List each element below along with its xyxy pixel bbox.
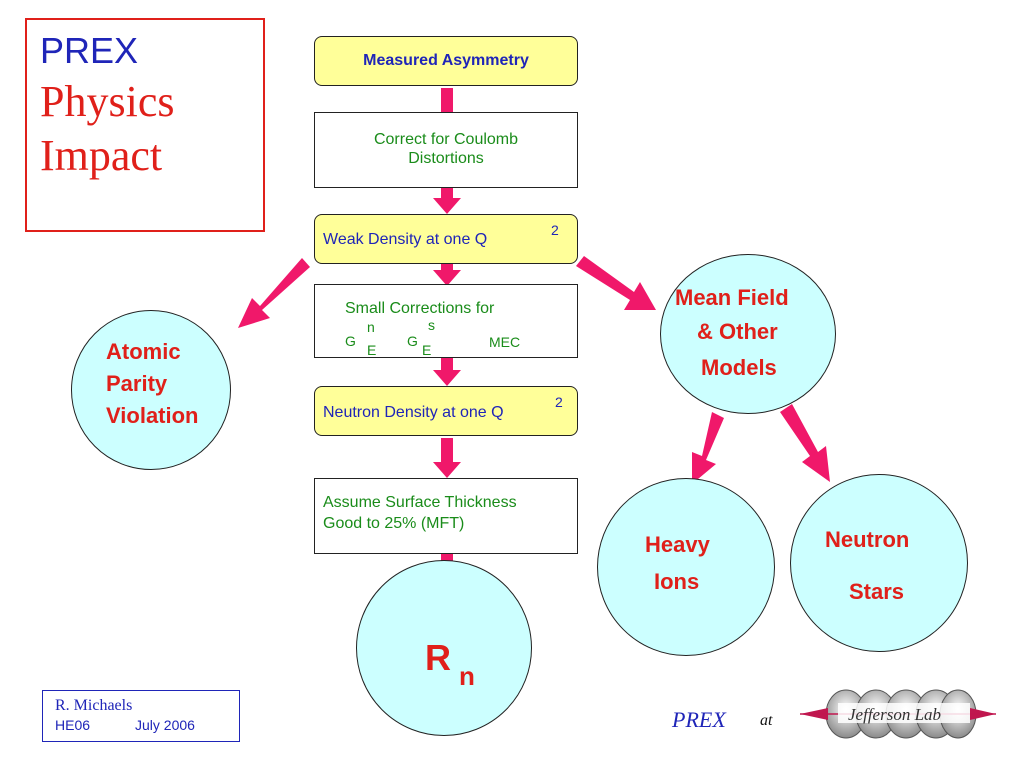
measured-asymmetry-box: Measured Asymmetry	[314, 36, 578, 86]
title-frame	[25, 18, 265, 232]
title-impact: Impact	[40, 131, 163, 180]
mean-field-line1: Mean Field	[675, 285, 789, 310]
jefferson-lab-logo-text: Jefferson Lab	[848, 705, 942, 724]
neutron-stars-line1: Neutron	[825, 527, 910, 552]
assume-surface-box: Assume Surface Thickness Good to 25% (MF…	[314, 478, 578, 554]
small-corrections-label: Small Corrections for	[345, 300, 495, 317]
atomic-line2: Parity	[106, 371, 168, 396]
atomic-line3: Violation	[106, 403, 199, 428]
author-date: July 2006	[135, 717, 195, 733]
coulomb-correction-box: Correct for Coulomb Distortions	[314, 112, 578, 188]
g-n-superscript: n	[367, 319, 375, 335]
arrow-neutron-to-assume	[433, 438, 461, 478]
weak-density-box: Weak Density at one Q 2	[314, 214, 578, 264]
author-box: R. Michaels HE06 July 2006	[42, 690, 240, 742]
rn-subscript: n	[459, 661, 475, 691]
coulomb-line1: Correct for Coulomb	[373, 131, 519, 148]
g-s-superscript: s	[428, 317, 435, 333]
neutron-density-sup: 2	[555, 394, 563, 410]
neutron-density-label: Neutron Density at one Q	[323, 404, 504, 421]
weak-density-sup: 2	[551, 222, 559, 238]
g-s-e-symbol: G	[407, 333, 418, 349]
assume-line2: Good to 25% (MFT)	[323, 515, 465, 532]
neutron-density-box: Neutron Density at one Q 2	[314, 386, 578, 436]
mean-field-line3: Models	[701, 355, 777, 380]
g-n-subscript: E	[367, 342, 377, 358]
coulomb-line2: Distortions	[408, 150, 484, 167]
g-s-subscript: E	[422, 342, 432, 358]
footer-prex: PREX	[672, 707, 726, 732]
arrow-weak-to-atomic	[238, 258, 310, 328]
small-corrections-box: Small Corrections for G n E G s E MEC	[314, 284, 578, 358]
footer-at: at	[760, 712, 773, 729]
author-name: R. Michaels	[55, 697, 133, 714]
weak-density-label: Weak Density at one Q	[323, 231, 488, 248]
arrow-mean-to-neutron-stars	[780, 404, 830, 482]
neutron-stars-circle: Neutron Stars	[790, 474, 968, 652]
heavy-ions-line1: Heavy	[645, 532, 710, 557]
author-event: HE06	[55, 717, 91, 733]
arrow-weak-to-mean-field	[576, 256, 656, 310]
rn-circle: R n	[356, 560, 532, 736]
assume-line1: Assume Surface Thickness	[323, 494, 517, 511]
heavy-ions-line2: Ions	[654, 569, 700, 594]
neutron-stars-line2: Stars	[849, 579, 905, 604]
atomic-line1: Atomic	[106, 339, 181, 364]
jefferson-lab-logo	[800, 689, 996, 739]
mean-field-circle: Mean Field & Other Models	[660, 254, 836, 414]
mean-field-line2: & Other	[697, 319, 778, 344]
arrow-small-to-neutron	[433, 348, 461, 386]
arrow-weak-to-small	[433, 256, 461, 286]
mec-label: MEC	[489, 334, 521, 350]
g-n-e-symbol: G	[345, 333, 356, 349]
arrow-coulomb-to-weak	[433, 172, 461, 214]
title-prex: PREX	[40, 30, 139, 71]
arrow-mean-to-heavy	[692, 412, 724, 484]
atomic-parity-circle: Atomic Parity Violation	[71, 310, 231, 470]
title-physics: Physics	[40, 77, 175, 126]
measured-asymmetry-label: Measured Asymmetry	[363, 52, 529, 69]
heavy-ions-circle: Heavy Ions	[597, 478, 775, 656]
rn-main: R	[425, 637, 451, 678]
